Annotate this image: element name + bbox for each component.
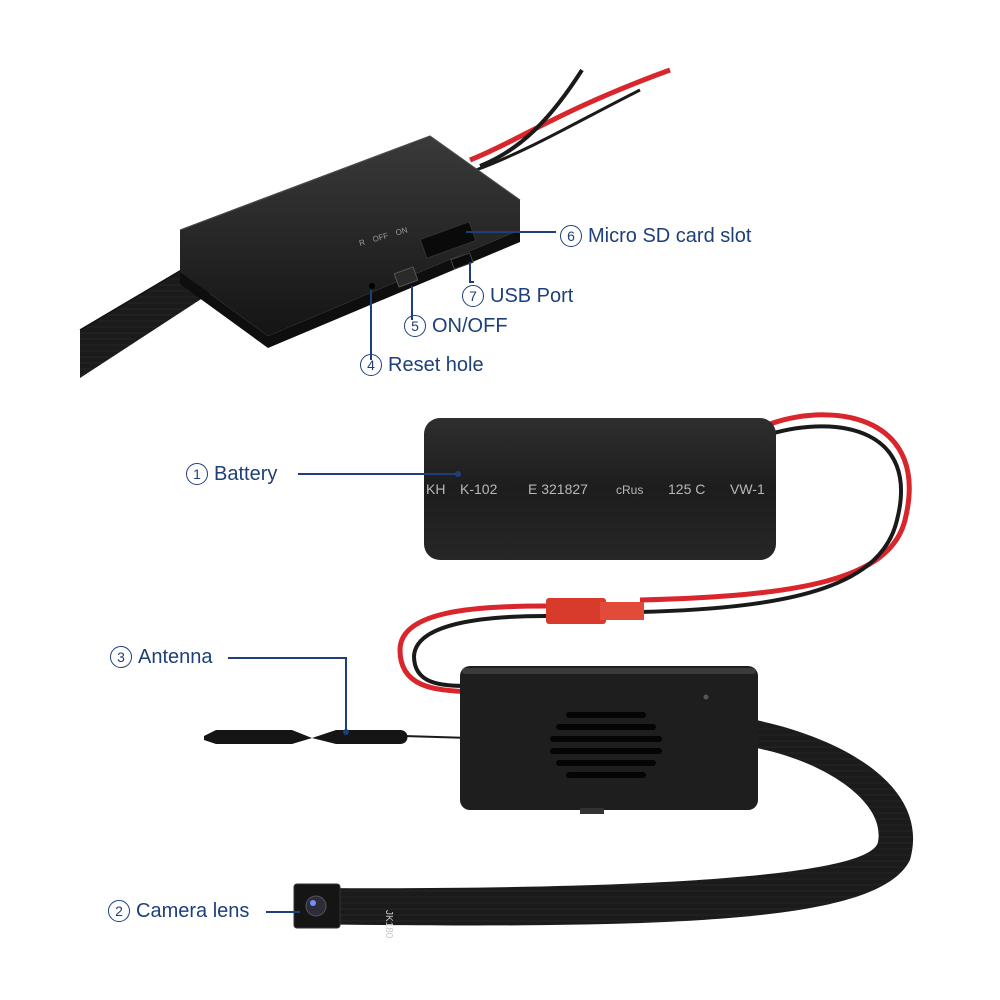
callout-number-5: 5 xyxy=(404,315,426,337)
top-flex-cable xyxy=(80,262,215,378)
antenna xyxy=(204,730,408,744)
callout-number-1: 1 xyxy=(186,463,208,485)
callout-number-2: 2 xyxy=(108,900,130,922)
battery-black-wire xyxy=(639,424,904,614)
battery-red-wire xyxy=(639,412,912,603)
callout-battery: 1 Battery xyxy=(186,462,277,486)
switch-print-on: ON xyxy=(395,225,409,237)
switch-print-off: OFF xyxy=(372,231,390,244)
battery-print-2: E 321827 xyxy=(528,481,588,497)
callout-text-camera-lens: Camera lens xyxy=(136,900,250,922)
callout-text-usb-port: USB Port xyxy=(490,285,574,307)
camera-lens xyxy=(305,895,327,917)
usb-port xyxy=(450,252,474,270)
top-module-box xyxy=(180,136,520,336)
callout-number-4: 4 xyxy=(360,354,382,376)
callout-text-antenna: Antenna xyxy=(138,646,213,668)
callout-number-3: 3 xyxy=(110,646,132,668)
battery-print-4: 125 C xyxy=(668,481,705,497)
battery-print-0: KH xyxy=(426,481,445,497)
callout-text-battery: Battery xyxy=(214,463,278,485)
leader-usb xyxy=(469,262,474,283)
camera-flex-cable xyxy=(300,720,914,926)
callout-text-micro-sd: Micro SD card slot xyxy=(588,225,752,247)
callout-text-on-off: ON/OFF xyxy=(432,315,508,337)
flex-print: JK180 xyxy=(383,910,394,939)
callout-camera-lens: 2 Camera lens xyxy=(108,899,249,923)
callout-antenna: 3 Antenna xyxy=(110,645,213,669)
leader-antenna xyxy=(228,657,347,732)
battery-pack xyxy=(424,418,776,560)
callout-number-7: 7 xyxy=(462,285,484,307)
antenna-wire xyxy=(403,735,471,739)
callout-reset-hole: 4 Reset hole xyxy=(360,353,484,377)
on-off-switch xyxy=(393,266,419,288)
switch-print-r: R xyxy=(358,238,366,248)
top-black-wire xyxy=(479,68,584,168)
reset-hole xyxy=(369,283,375,289)
battery-print-1: K-102 xyxy=(460,481,498,497)
callout-text-reset-hole: Reset hole xyxy=(388,354,484,376)
red-connector xyxy=(546,598,606,624)
vent-grille xyxy=(550,712,662,778)
callout-number-6: 6 xyxy=(560,225,582,247)
battery-print-5: VW-1 xyxy=(730,481,765,497)
top-red-wire xyxy=(469,67,671,163)
callout-usb-port: 7 USB Port xyxy=(462,284,573,308)
callout-micro-sd: 6 Micro SD card slot xyxy=(560,224,751,248)
callout-on-off: 5 ON/OFF xyxy=(404,314,508,338)
battery-print-3: cRus xyxy=(616,483,643,497)
